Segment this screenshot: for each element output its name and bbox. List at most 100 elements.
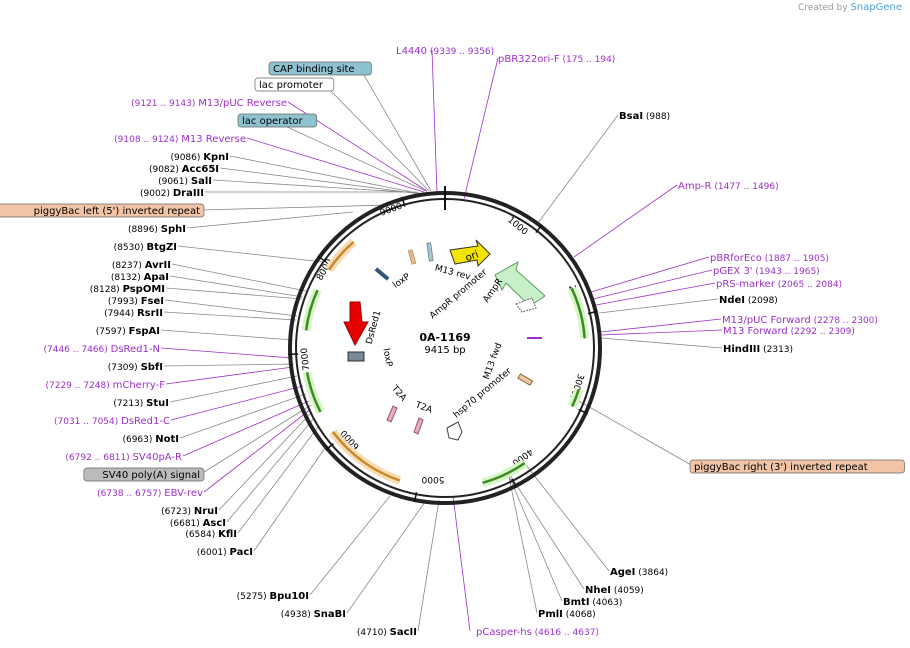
feature-arrows bbox=[301, 238, 590, 488]
enzyme-name: PacI bbox=[230, 547, 253, 558]
leader-line bbox=[600, 318, 722, 333]
enzyme-name: KflI bbox=[218, 529, 237, 540]
enzyme-name: HindIII bbox=[723, 344, 760, 355]
label-box bbox=[0, 203, 205, 218]
leader-line bbox=[169, 275, 304, 298]
svg-text:L4440 (9339 .. 9356): L4440 (9339 .. 9356) bbox=[396, 46, 494, 57]
hsp70-promoter-shape bbox=[446, 421, 463, 441]
leader-line bbox=[253, 444, 328, 552]
feature-label: ori bbox=[464, 249, 480, 264]
svg-text:(6584) KflI: (6584) KflI bbox=[185, 529, 237, 540]
primer-range: (4616 .. 4637) bbox=[532, 628, 599, 638]
site-labels: L4440 (9339 .. 9356)pBR322ori-F (175 .. … bbox=[0, 46, 905, 638]
arc-feature bbox=[571, 388, 581, 408]
site-position: (7213) bbox=[113, 399, 146, 409]
leader-line bbox=[177, 245, 324, 263]
svg-text:(7031 .. 7054) DsRed1-C: (7031 .. 7054) DsRed1-C bbox=[54, 416, 170, 427]
site-label-sbfi: (7309) SbfI bbox=[108, 362, 163, 373]
leader-line bbox=[595, 282, 716, 306]
primer-range: (7446 .. 7466) bbox=[43, 345, 110, 355]
primer-range: (1887 .. 1905) bbox=[762, 254, 829, 264]
site-position: (2313) bbox=[760, 345, 793, 355]
enzyme-name: DraIII bbox=[173, 188, 204, 199]
tick-6000 bbox=[325, 443, 334, 451]
feature-label: M13 rev bbox=[434, 264, 472, 283]
tick-4000 bbox=[511, 478, 518, 489]
site-position: (9082) bbox=[149, 165, 182, 175]
enzyme-name: Acc65I bbox=[182, 164, 219, 175]
leader-line bbox=[417, 499, 440, 632]
primer-range: (1943 .. 1965) bbox=[753, 267, 820, 277]
svg-text:(7309) SbfI: (7309) SbfI bbox=[108, 362, 163, 373]
primer-range: (9121 .. 9143) bbox=[131, 99, 198, 109]
svg-text:CAP binding site: CAP binding site bbox=[273, 64, 355, 75]
ampr-arrow bbox=[494, 260, 546, 307]
t2a-shape bbox=[386, 405, 398, 423]
leader-line bbox=[182, 400, 310, 457]
svg-text:(6738 .. 6757) EBV-rev: (6738 .. 6757) EBV-rev bbox=[97, 488, 203, 499]
leader-line bbox=[346, 501, 426, 614]
svg-text:(8530) BtgZI: (8530) BtgZI bbox=[114, 242, 177, 253]
primer-name: pGEX 3' bbox=[713, 266, 753, 277]
site-label-acc65i: (9082) Acc65I bbox=[149, 164, 219, 175]
enzyme-name: AscI bbox=[203, 518, 226, 529]
site-label-kpni: (9086) KpnI bbox=[170, 152, 229, 163]
leader-line bbox=[226, 417, 315, 523]
site-label-pgex-3-: pGEX 3' (1943 .. 1965) bbox=[713, 266, 820, 277]
leader-line bbox=[592, 269, 713, 300]
arc-feature bbox=[305, 372, 322, 413]
site-label-hindiii: HindIII (2313) bbox=[723, 344, 793, 355]
primer-name: M13/pUC Reverse bbox=[198, 98, 287, 109]
primer-range: (7229 .. 7248) bbox=[45, 381, 112, 391]
enzyme-name: StuI bbox=[146, 398, 169, 409]
primer-name: SV40pA-R bbox=[133, 452, 182, 463]
leader-line bbox=[200, 204, 391, 211]
leader-line bbox=[525, 464, 610, 572]
enzyme-name: KpnI bbox=[203, 152, 229, 163]
enzyme-name: BtgZI bbox=[146, 242, 177, 253]
leader-line bbox=[359, 67, 432, 192]
svg-text:lac operator: lac operator bbox=[242, 116, 303, 127]
site-position: (4068) bbox=[563, 610, 596, 620]
primer-range: (9339 .. 9356) bbox=[427, 47, 494, 57]
loxp-marker bbox=[347, 351, 365, 362]
leader-line bbox=[170, 385, 304, 421]
leader-line bbox=[246, 137, 425, 193]
svg-text:PmlI (4068): PmlI (4068) bbox=[538, 609, 596, 620]
credit-brand: SnapGene bbox=[850, 2, 902, 13]
site-position: (3864) bbox=[635, 568, 668, 578]
svg-text:(6792 .. 6811) SV40pA-R: (6792 .. 6811) SV40pA-R bbox=[65, 452, 182, 463]
svg-text:(7597) FspAI: (7597) FspAI bbox=[96, 326, 160, 337]
svg-text:SV40 poly(A) signal: SV40 poly(A) signal bbox=[102, 470, 200, 481]
site-label-fsei: (7993) FseI bbox=[108, 296, 164, 307]
site-label-sv40-poly-a-signal: SV40 poly(A) signal bbox=[83, 467, 205, 482]
leader-line bbox=[171, 263, 307, 292]
primer-range: (2292 .. 2309) bbox=[788, 327, 855, 337]
leader-line bbox=[212, 179, 421, 194]
enzyme-name: NotI bbox=[155, 434, 179, 445]
feature-label: DsRed1 bbox=[365, 310, 384, 346]
site-label-bsai: BsaI (988) bbox=[619, 111, 670, 122]
primer-name: DsRed1-N bbox=[111, 344, 160, 355]
svg-text:(9108 .. 9124) M13 Reverse: (9108 .. 9124) M13 Reverse bbox=[114, 134, 246, 145]
site-label-lac-operator: lac operator bbox=[237, 113, 318, 128]
leader-line bbox=[569, 395, 694, 467]
primer-name: M13/pUC Forward bbox=[722, 315, 811, 326]
credit-prefix: Created by bbox=[798, 3, 848, 13]
svg-text:(9086) KpnI: (9086) KpnI bbox=[170, 152, 229, 163]
site-position: (6001) bbox=[197, 548, 230, 558]
arc-feature bbox=[570, 288, 586, 339]
leader-line bbox=[573, 184, 678, 258]
leader-line bbox=[186, 211, 354, 229]
plasmid-length: 9415 bp bbox=[424, 345, 465, 356]
site-position: (4938) bbox=[281, 610, 314, 620]
site-label-l4440: L4440 (9339 .. 9356) bbox=[396, 46, 494, 57]
site-label-rsrii: (7944) RsrII bbox=[104, 308, 163, 319]
site-position: (7309) bbox=[108, 363, 141, 373]
site-position: (7597) bbox=[96, 327, 129, 337]
arc-feature bbox=[304, 289, 319, 331]
leader-line bbox=[229, 155, 423, 195]
leader-line bbox=[309, 495, 391, 596]
site-position: (8530) bbox=[114, 243, 147, 253]
leader-line bbox=[537, 114, 619, 224]
